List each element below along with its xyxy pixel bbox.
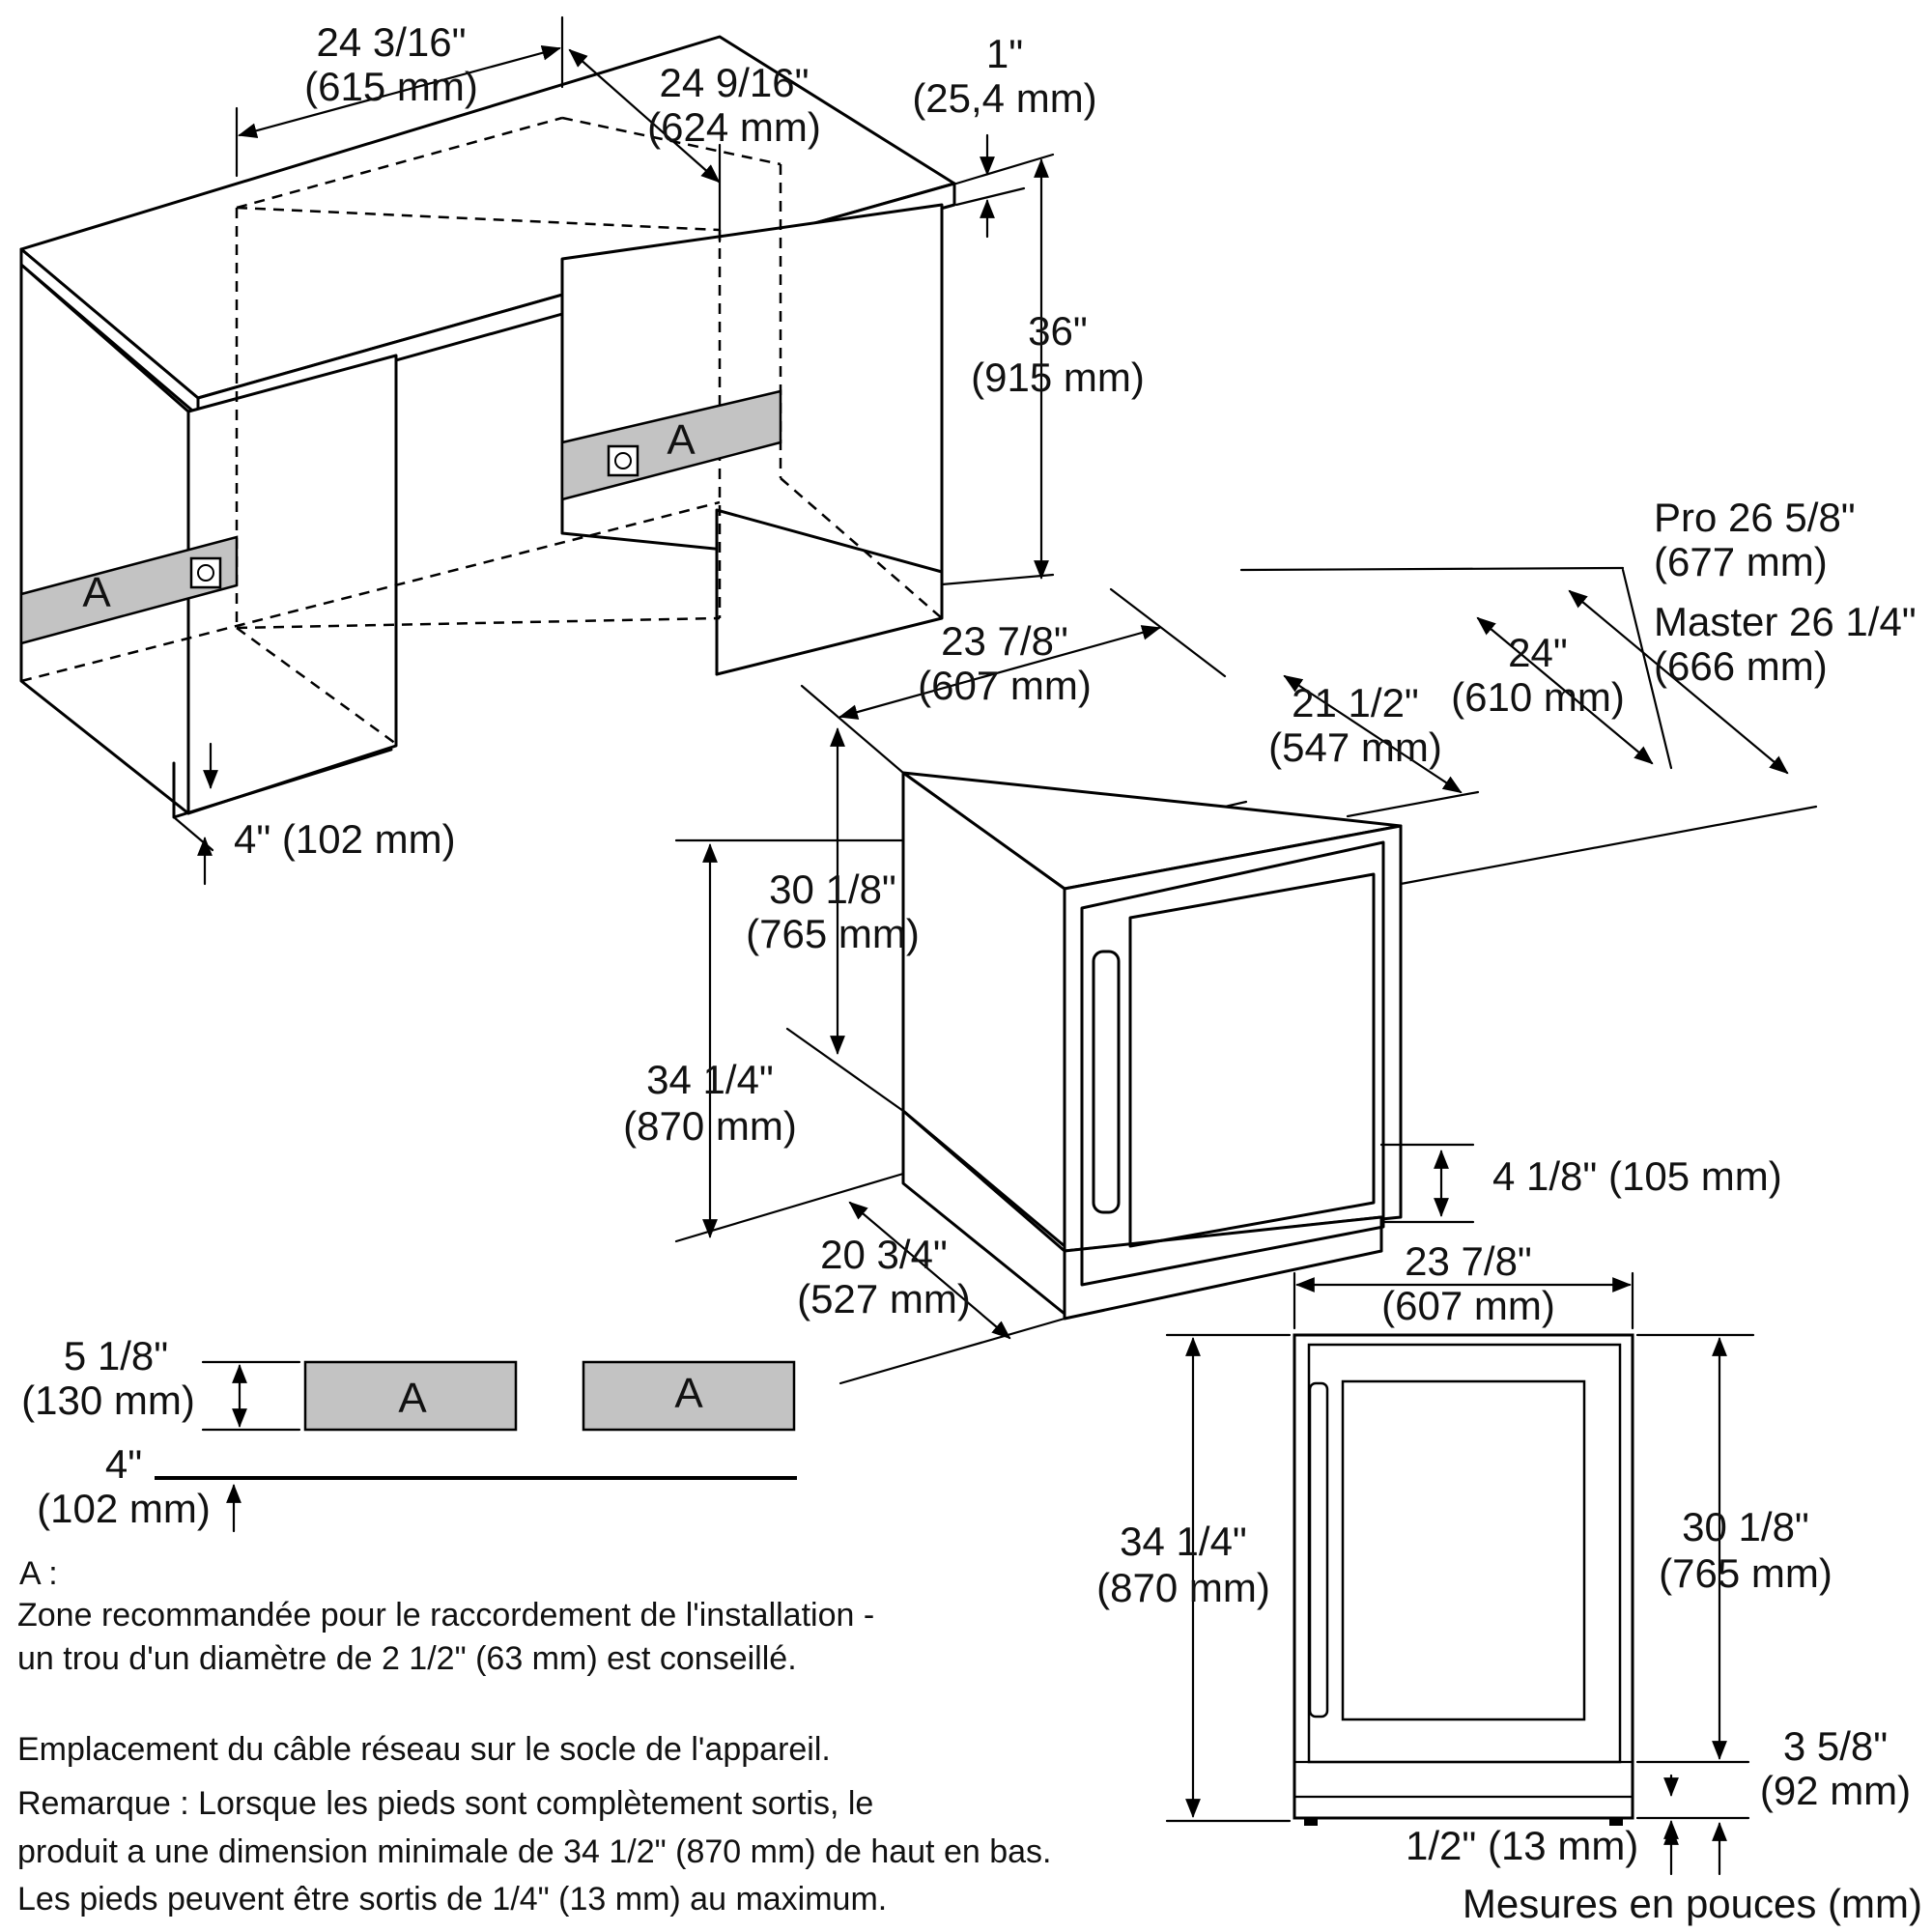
front-total-height-imperial: 34 1/4" [1120, 1519, 1247, 1564]
svg-text:5 1/8"(130 mm): 5 1/8"(130 mm) [21, 1333, 195, 1423]
iso-base-height-label: 4 1/8" (105 mm) [1492, 1153, 1782, 1199]
door-handle [1308, 1381, 1329, 1719]
zone-a-plan-left-label: A [398, 1375, 427, 1422]
zone-a-plan-right [582, 1360, 796, 1432]
svg-text:24"(610 mm): 24"(610 mm) [1451, 630, 1625, 720]
iso-width-metric: (607 mm) [918, 663, 1092, 708]
appliance-front-view [1165, 1271, 1755, 1876]
master-depth-imperial: Master 26 1/4" [1654, 599, 1917, 644]
svg-text:34 1/4"(870 mm): 34 1/4"(870 mm) [1096, 1519, 1270, 1610]
overall-depth-metric: (610 mm) [1451, 674, 1625, 720]
iso-total-height-metric: (870 mm) [623, 1103, 797, 1149]
door-handle [1092, 950, 1121, 1214]
svg-text:30 1/8"(765 mm): 30 1/8"(765 mm) [746, 867, 920, 956]
svg-text:30 1/8"(765 mm): 30 1/8"(765 mm) [1659, 1504, 1833, 1596]
counter-width-imperial: 24 3/16" [316, 19, 466, 65]
zone-note-line1: Zone recommandée pour le raccordement de… [17, 1597, 874, 1634]
cabinet-niche-drawing: A A [19, 15, 1055, 886]
base-depth-imperial: 20 3/4" [820, 1232, 948, 1277]
iso-total-height-imperial: 34 1/4" [646, 1057, 774, 1102]
counter-thickness-imperial: 1" [986, 31, 1023, 76]
appliance-isometric-drawing [674, 566, 1818, 1385]
base-depth-metric: (527 mm) [797, 1276, 971, 1321]
zone-plan-drawing: A A [155, 1360, 797, 1533]
front-door-height-metric: (765 mm) [1659, 1550, 1833, 1596]
plinth-height-label: 4" (102 mm) [234, 816, 456, 862]
counter-depth-imperial: 24 9/16" [659, 60, 809, 105]
counter-depth-metric: (624 mm) [647, 104, 821, 150]
pro-depth-imperial: Pro 26 5/8" [1654, 495, 1856, 540]
zone-a-plan-right-label: A [674, 1370, 703, 1417]
svg-text:23 7/8"(607 mm): 23 7/8"(607 mm) [1381, 1238, 1555, 1328]
front-base-height-metric: (92 mm) [1760, 1768, 1911, 1813]
body-depth-metric: (547 mm) [1268, 724, 1442, 770]
zone-a-right-label: A [667, 416, 696, 464]
zone-a-left-label: A [82, 569, 111, 616]
svg-text:24 3/16"(615 mm): 24 3/16"(615 mm) [304, 19, 478, 109]
master-depth-metric: (666 mm) [1654, 643, 1828, 689]
svg-text:24 9/16"(624 mm): 24 9/16"(624 mm) [647, 60, 821, 150]
pro-depth-metric: (677 mm) [1654, 539, 1828, 584]
zone-a-plan-left [303, 1360, 518, 1432]
svg-text:36"(915 mm): 36"(915 mm) [971, 308, 1145, 400]
zone-note-line2: un trou d'un diamètre de 2 1/2" (63 mm) … [17, 1640, 797, 1677]
outlet-icon [189, 556, 222, 589]
notes-block: A : Zone recommandée pour le raccordemen… [17, 1555, 1922, 1926]
zone-a-left-cabinet [19, 535, 239, 645]
counter-height-imperial: 36" [1028, 308, 1088, 354]
outlet-icon [607, 444, 639, 477]
svg-text:1"(25,4 mm): 1"(25,4 mm) [912, 31, 1096, 121]
front-door-height-imperial: 30 1/8" [1682, 1504, 1809, 1549]
feet-height-label: 1/2" (13 mm) [1406, 1823, 1638, 1868]
remark-line1: Remarque : Lorsque les pieds sont complè… [17, 1785, 873, 1822]
legend-key: A : [19, 1555, 58, 1592]
svg-text:3 5/8"(92 mm): 3 5/8"(92 mm) [1760, 1723, 1911, 1813]
body-depth-imperial: 21 1/2" [1292, 680, 1419, 725]
svg-text:20 3/4"(527 mm): 20 3/4"(527 mm) [797, 1232, 971, 1321]
counter-height-metric: (915 mm) [971, 355, 1145, 400]
iso-door-height-imperial: 30 1/8" [769, 867, 896, 912]
zone-offset-metric: (102 mm) [37, 1486, 211, 1531]
overall-depth-imperial: 24" [1508, 630, 1568, 675]
front-width-imperial: 23 7/8" [1405, 1238, 1532, 1284]
units-caption: Mesures en pouces (mm) [1463, 1881, 1922, 1926]
front-base-height-imperial: 3 5/8" [1783, 1723, 1888, 1769]
remark-line3: Les pieds peuvent être sortis de 1/4" (1… [17, 1881, 887, 1918]
front-width-metric: (607 mm) [1381, 1283, 1555, 1328]
remark-line2: produit a une dimension minimale de 34 1… [17, 1833, 1051, 1870]
svg-text:4"(102 mm): 4"(102 mm) [37, 1441, 211, 1531]
iso-door-height-metric: (765 mm) [746, 911, 920, 956]
zone-height-imperial: 5 1/8" [64, 1333, 168, 1378]
zone-height-metric: (130 mm) [21, 1378, 195, 1423]
counter-width-metric: (615 mm) [304, 64, 478, 109]
cable-note: Emplacement du câble réseau sur le socle… [17, 1731, 831, 1768]
svg-text:23 7/8"(607 mm): 23 7/8"(607 mm) [918, 618, 1092, 708]
dimension-labels: 24 3/16"(615 mm) 24 9/16"(624 mm) 1"(25,… [21, 19, 1917, 1868]
svg-text:Pro 26 5/8"(677 mm)Master 26 1: Pro 26 5/8"(677 mm) Master 26 1/4"(666 mm… [1654, 495, 1917, 689]
svg-text:21 1/2"(547 mm): 21 1/2"(547 mm) [1268, 680, 1442, 770]
front-total-height-metric: (870 mm) [1096, 1565, 1270, 1610]
svg-text:34 1/4"(870 mm): 34 1/4"(870 mm) [623, 1057, 797, 1149]
iso-width-imperial: 23 7/8" [941, 618, 1068, 664]
counter-thickness-metric: (25,4 mm) [912, 75, 1096, 121]
zone-offset-imperial: 4" [105, 1441, 142, 1487]
